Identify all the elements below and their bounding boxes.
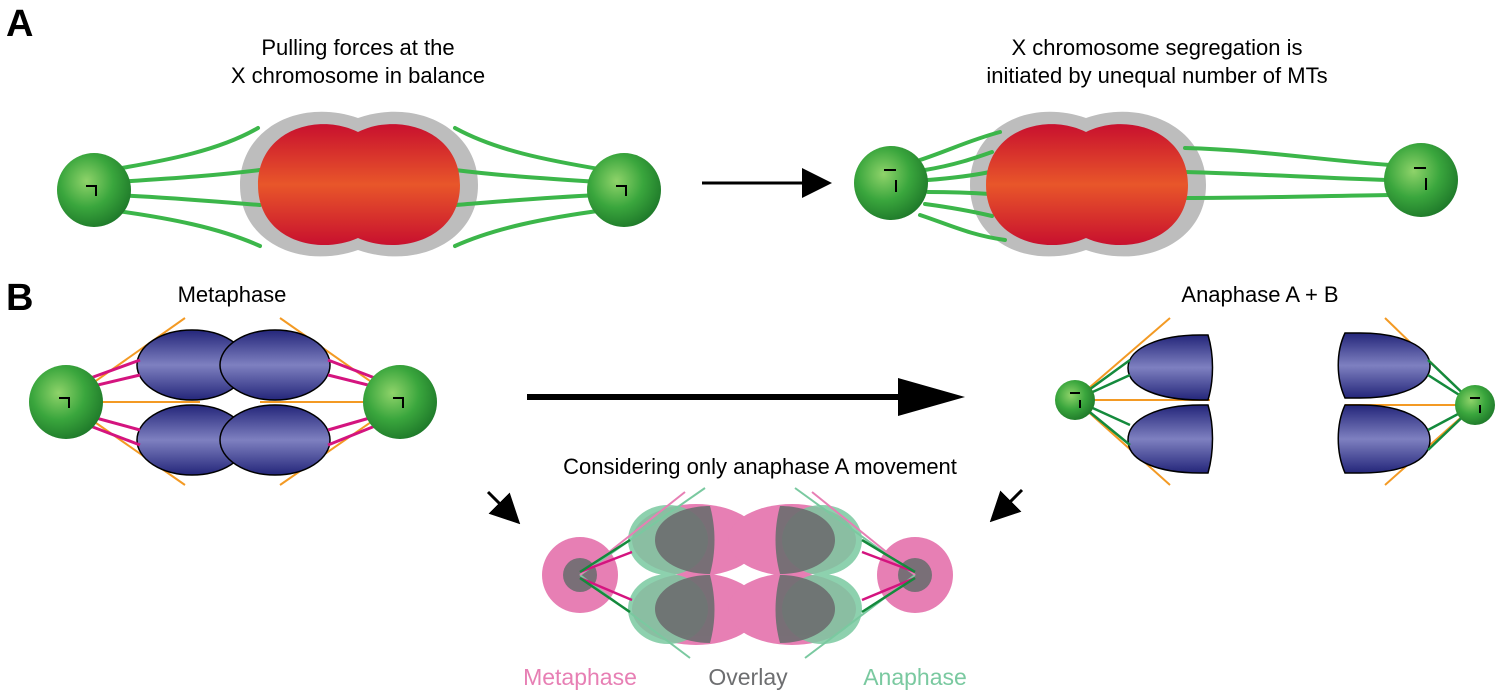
converge-arrow-right <box>989 488 1024 523</box>
panel-b-arrow <box>527 378 965 416</box>
centrosome-right <box>587 153 661 227</box>
overlay-title: Considering only anaphase A movement <box>563 454 957 479</box>
microtubules <box>918 130 1392 242</box>
centrosome-right <box>1384 143 1458 217</box>
panel-a-label: A <box>6 3 33 45</box>
centrosome-left <box>57 153 131 227</box>
centriole-glyph <box>59 397 70 408</box>
centrosome-left <box>1055 380 1095 420</box>
x-chromosome <box>258 124 460 246</box>
caption-line: X chromosome segregation is <box>1011 35 1302 60</box>
caption-line: Pulling forces at the <box>261 35 454 60</box>
overlay-legend: Metaphase Overlay Anaphase <box>523 664 967 690</box>
panel-b-label: B <box>6 277 33 319</box>
anaphase-spindle <box>1055 317 1495 486</box>
overlay-diagram <box>542 487 953 659</box>
converge-arrow-left <box>486 490 521 525</box>
centrosome-right <box>363 365 437 439</box>
centriole-glyph <box>1070 392 1081 408</box>
panel-a-left-caption: Pulling forces at the X chromosome in ba… <box>231 35 485 88</box>
legend-metaphase: Metaphase <box>523 664 637 690</box>
legend-overlay: Overlay <box>708 664 788 690</box>
centrosome-right <box>1455 385 1495 425</box>
caption-line: X chromosome in balance <box>231 63 485 88</box>
unequal-chromosome-diagram <box>854 111 1458 257</box>
x-chromosome <box>986 124 1188 246</box>
centriole-glyph <box>393 397 404 408</box>
caption-line: initiated by unequal number of MTs <box>986 63 1327 88</box>
metaphase-title: Metaphase <box>178 282 287 307</box>
centrosome-left <box>29 365 103 439</box>
centrosome-left <box>854 146 928 220</box>
separated-chromatids-right <box>1337 332 1431 474</box>
centriole-glyph <box>86 185 97 196</box>
metaphase-layer <box>542 504 953 645</box>
panel-a-right-caption: X chromosome segregation is initiated by… <box>986 35 1327 88</box>
centriole-glyph <box>884 169 897 192</box>
centriole-glyph <box>1470 397 1481 413</box>
centriole-glyph <box>616 185 627 196</box>
legend-anaphase: Anaphase <box>863 664 967 690</box>
overlay-kinetochore-microtubules <box>579 538 916 614</box>
chromosome-pair-top <box>136 329 331 401</box>
metaphase-spindle <box>29 317 437 486</box>
chromosome-pair-bottom <box>136 404 331 476</box>
anaphase-title: Anaphase A + B <box>1181 282 1338 307</box>
microtubules <box>108 126 607 248</box>
centriole-glyph <box>1414 167 1427 190</box>
balanced-chromosome-diagram <box>57 111 661 257</box>
separated-chromatids-left <box>1127 334 1214 474</box>
